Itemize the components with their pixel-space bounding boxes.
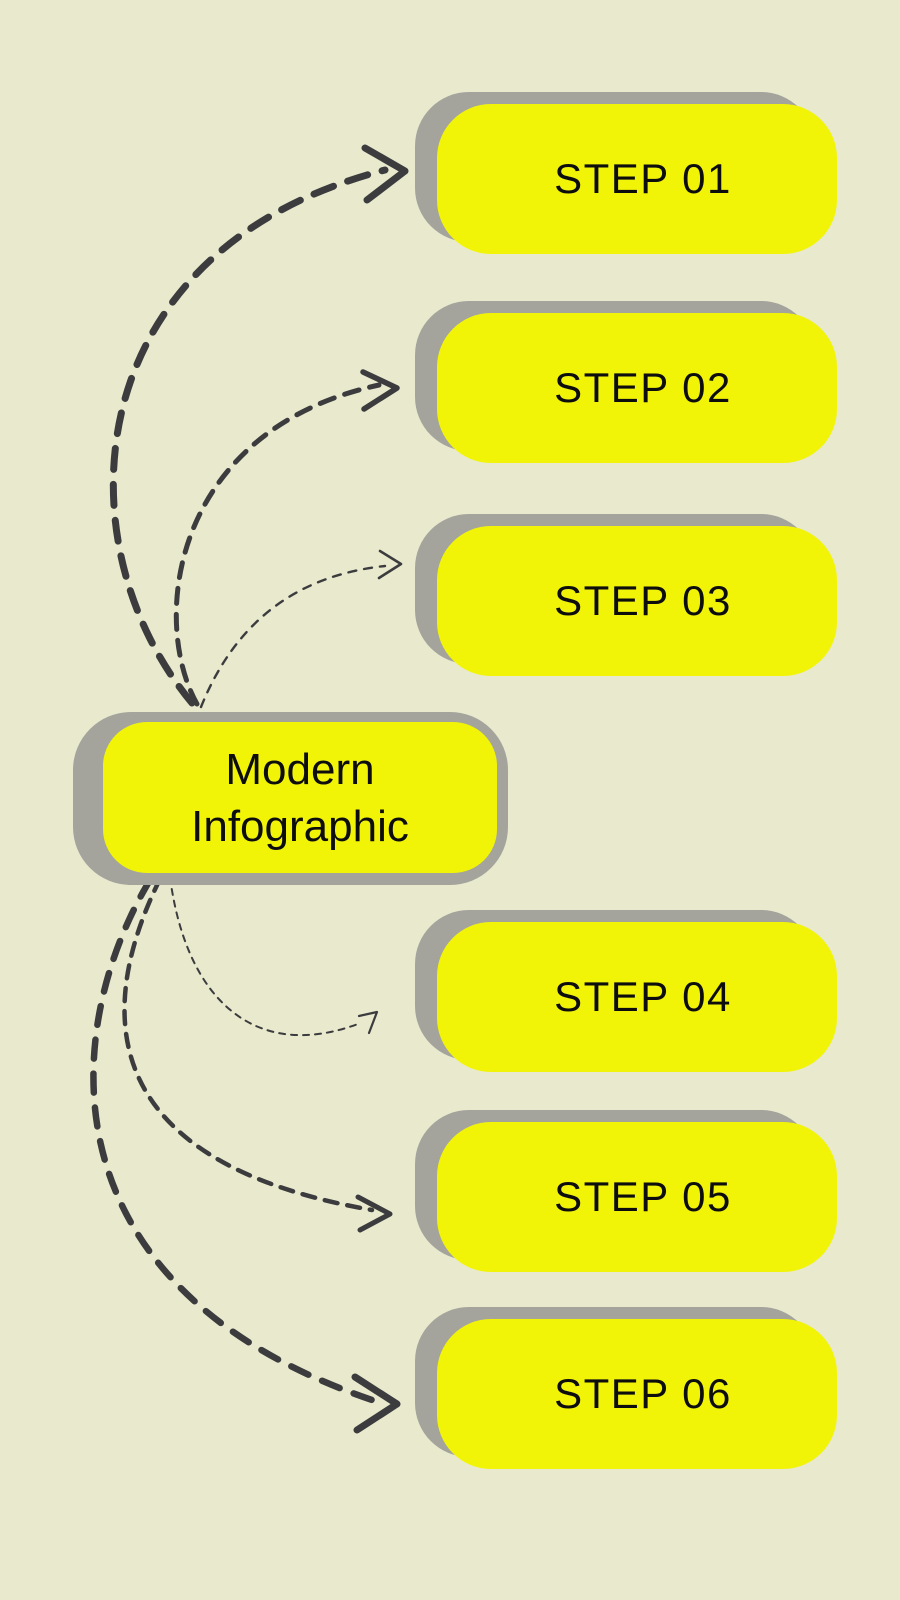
step-02-label: STEP 02 xyxy=(554,364,732,411)
arrow-to-step-01-head-icon xyxy=(361,144,409,204)
step-04-label: STEP 04 xyxy=(554,973,732,1020)
step-01-label: STEP 01 xyxy=(554,155,732,202)
step-03-label: STEP 03 xyxy=(554,577,732,624)
step-01-node: STEP 01 xyxy=(415,92,837,254)
arrow-to-step-06-head-icon xyxy=(351,1373,401,1434)
step-06-node: STEP 06 xyxy=(415,1307,837,1469)
step-02-card: STEP 02 xyxy=(437,313,837,463)
arrow-to-step-02-head-icon xyxy=(360,369,400,412)
arrow-to-step-04-head-icon xyxy=(357,1010,379,1035)
step-04-card: STEP 04 xyxy=(437,922,837,1072)
arrow-to-step-06-curve xyxy=(90,876,382,1406)
step-05-card: STEP 05 xyxy=(437,1122,837,1272)
step-05-label: STEP 05 xyxy=(554,1173,732,1220)
arrow-to-step-03-curve xyxy=(199,564,387,709)
arrow-to-step-01-curve xyxy=(109,166,389,707)
center-title-line2: Infographic xyxy=(191,801,409,851)
step-06-card: STEP 06 xyxy=(437,1319,837,1469)
step-04-node: STEP 04 xyxy=(415,910,837,1072)
step-03-card: STEP 03 xyxy=(437,526,837,676)
center-title-node: Modern Infographic xyxy=(73,712,508,885)
arrow-to-step-05-curve xyxy=(122,876,375,1213)
arrow-to-step-05-head-icon xyxy=(355,1194,393,1233)
arrow-to-step-02-curve xyxy=(173,382,382,707)
step-02-node: STEP 02 xyxy=(415,301,837,463)
arrow-to-step-03-head-icon xyxy=(377,549,403,580)
step-03-node: STEP 03 xyxy=(415,514,837,676)
step-06-label: STEP 06 xyxy=(554,1370,732,1417)
center-title-card: Modern Infographic xyxy=(103,722,497,873)
center-title-line1: Modern xyxy=(225,744,375,794)
arrow-to-step-04-curve xyxy=(169,876,359,1037)
step-05-node: STEP 05 xyxy=(415,1110,837,1272)
step-01-card: STEP 01 xyxy=(437,104,837,254)
